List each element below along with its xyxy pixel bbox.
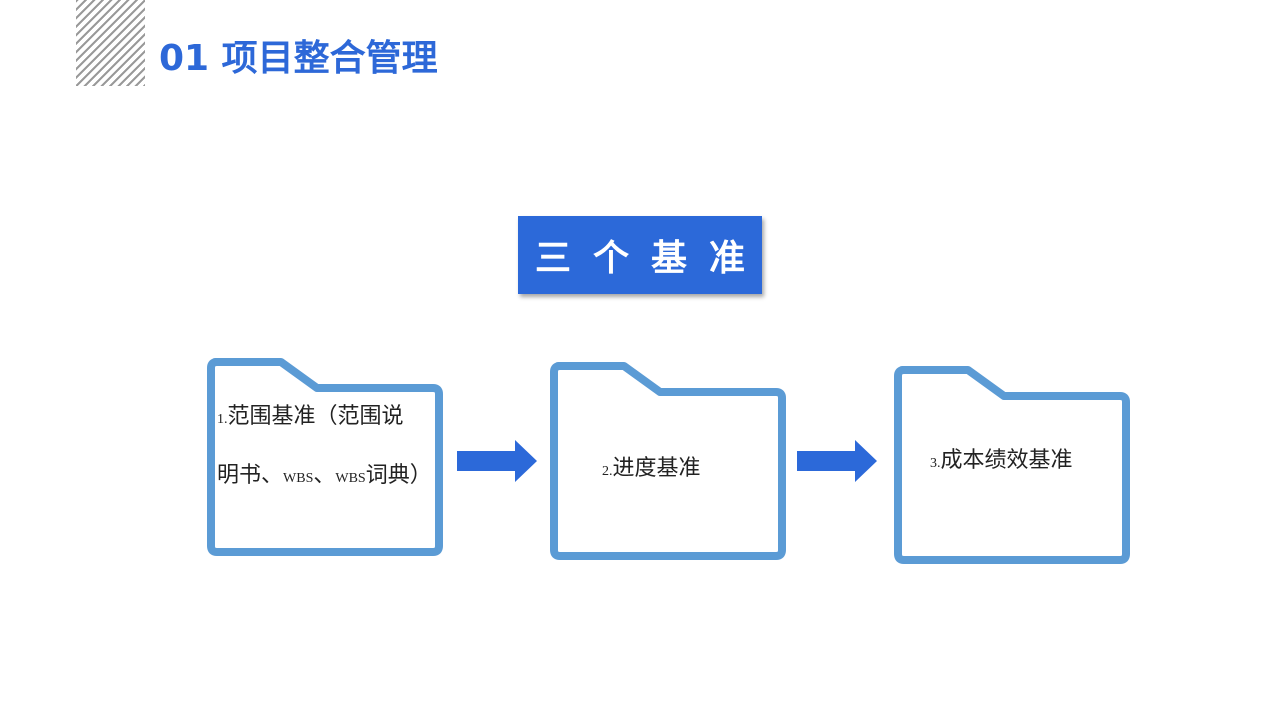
folder-label: 范围基准（范围说 (227, 404, 404, 429)
folder-number: 3. (930, 456, 941, 471)
arrow-right-icon (457, 440, 537, 482)
folder-label-part: 明书、 (217, 463, 284, 488)
folder-label-wbs: WBS (283, 471, 314, 486)
folder-icon (550, 362, 786, 560)
folder-icon (894, 366, 1130, 564)
folder-scope-baseline: 1.范围基准（范围说 明书、WBS、WBS词典） (205, 356, 445, 558)
folder-number: 1. (217, 412, 228, 427)
folder-schedule-baseline: 2.进度基准 (548, 360, 788, 562)
folder-label-part: 词典） (365, 463, 432, 488)
page-title: 01 项目整合管理 (159, 38, 438, 79)
folder-label-line1: 1.范围基准（范围说 (217, 398, 404, 430)
folder-label-wbs: WBS (335, 471, 366, 486)
folder-label: 2.进度基准 (602, 450, 701, 482)
folder-label-text: 进度基准 (612, 456, 701, 481)
banner-label: 三个基准 (534, 238, 767, 279)
folder-label-sep: 、 (313, 463, 336, 488)
folder-label: 3.成本绩效基准 (930, 442, 1073, 474)
folder-cost-baseline: 3.成本绩效基准 (892, 364, 1132, 566)
arrow-right-icon (797, 440, 877, 482)
banner: 三个基准 (518, 216, 762, 294)
folder-label-text: 成本绩效基准 (940, 448, 1073, 473)
folder-number: 2. (602, 464, 613, 479)
folder-icon (207, 358, 443, 556)
folder-label-line2: 明书、WBS、WBS词典） (217, 457, 432, 489)
hatch-decoration (76, 0, 145, 86)
